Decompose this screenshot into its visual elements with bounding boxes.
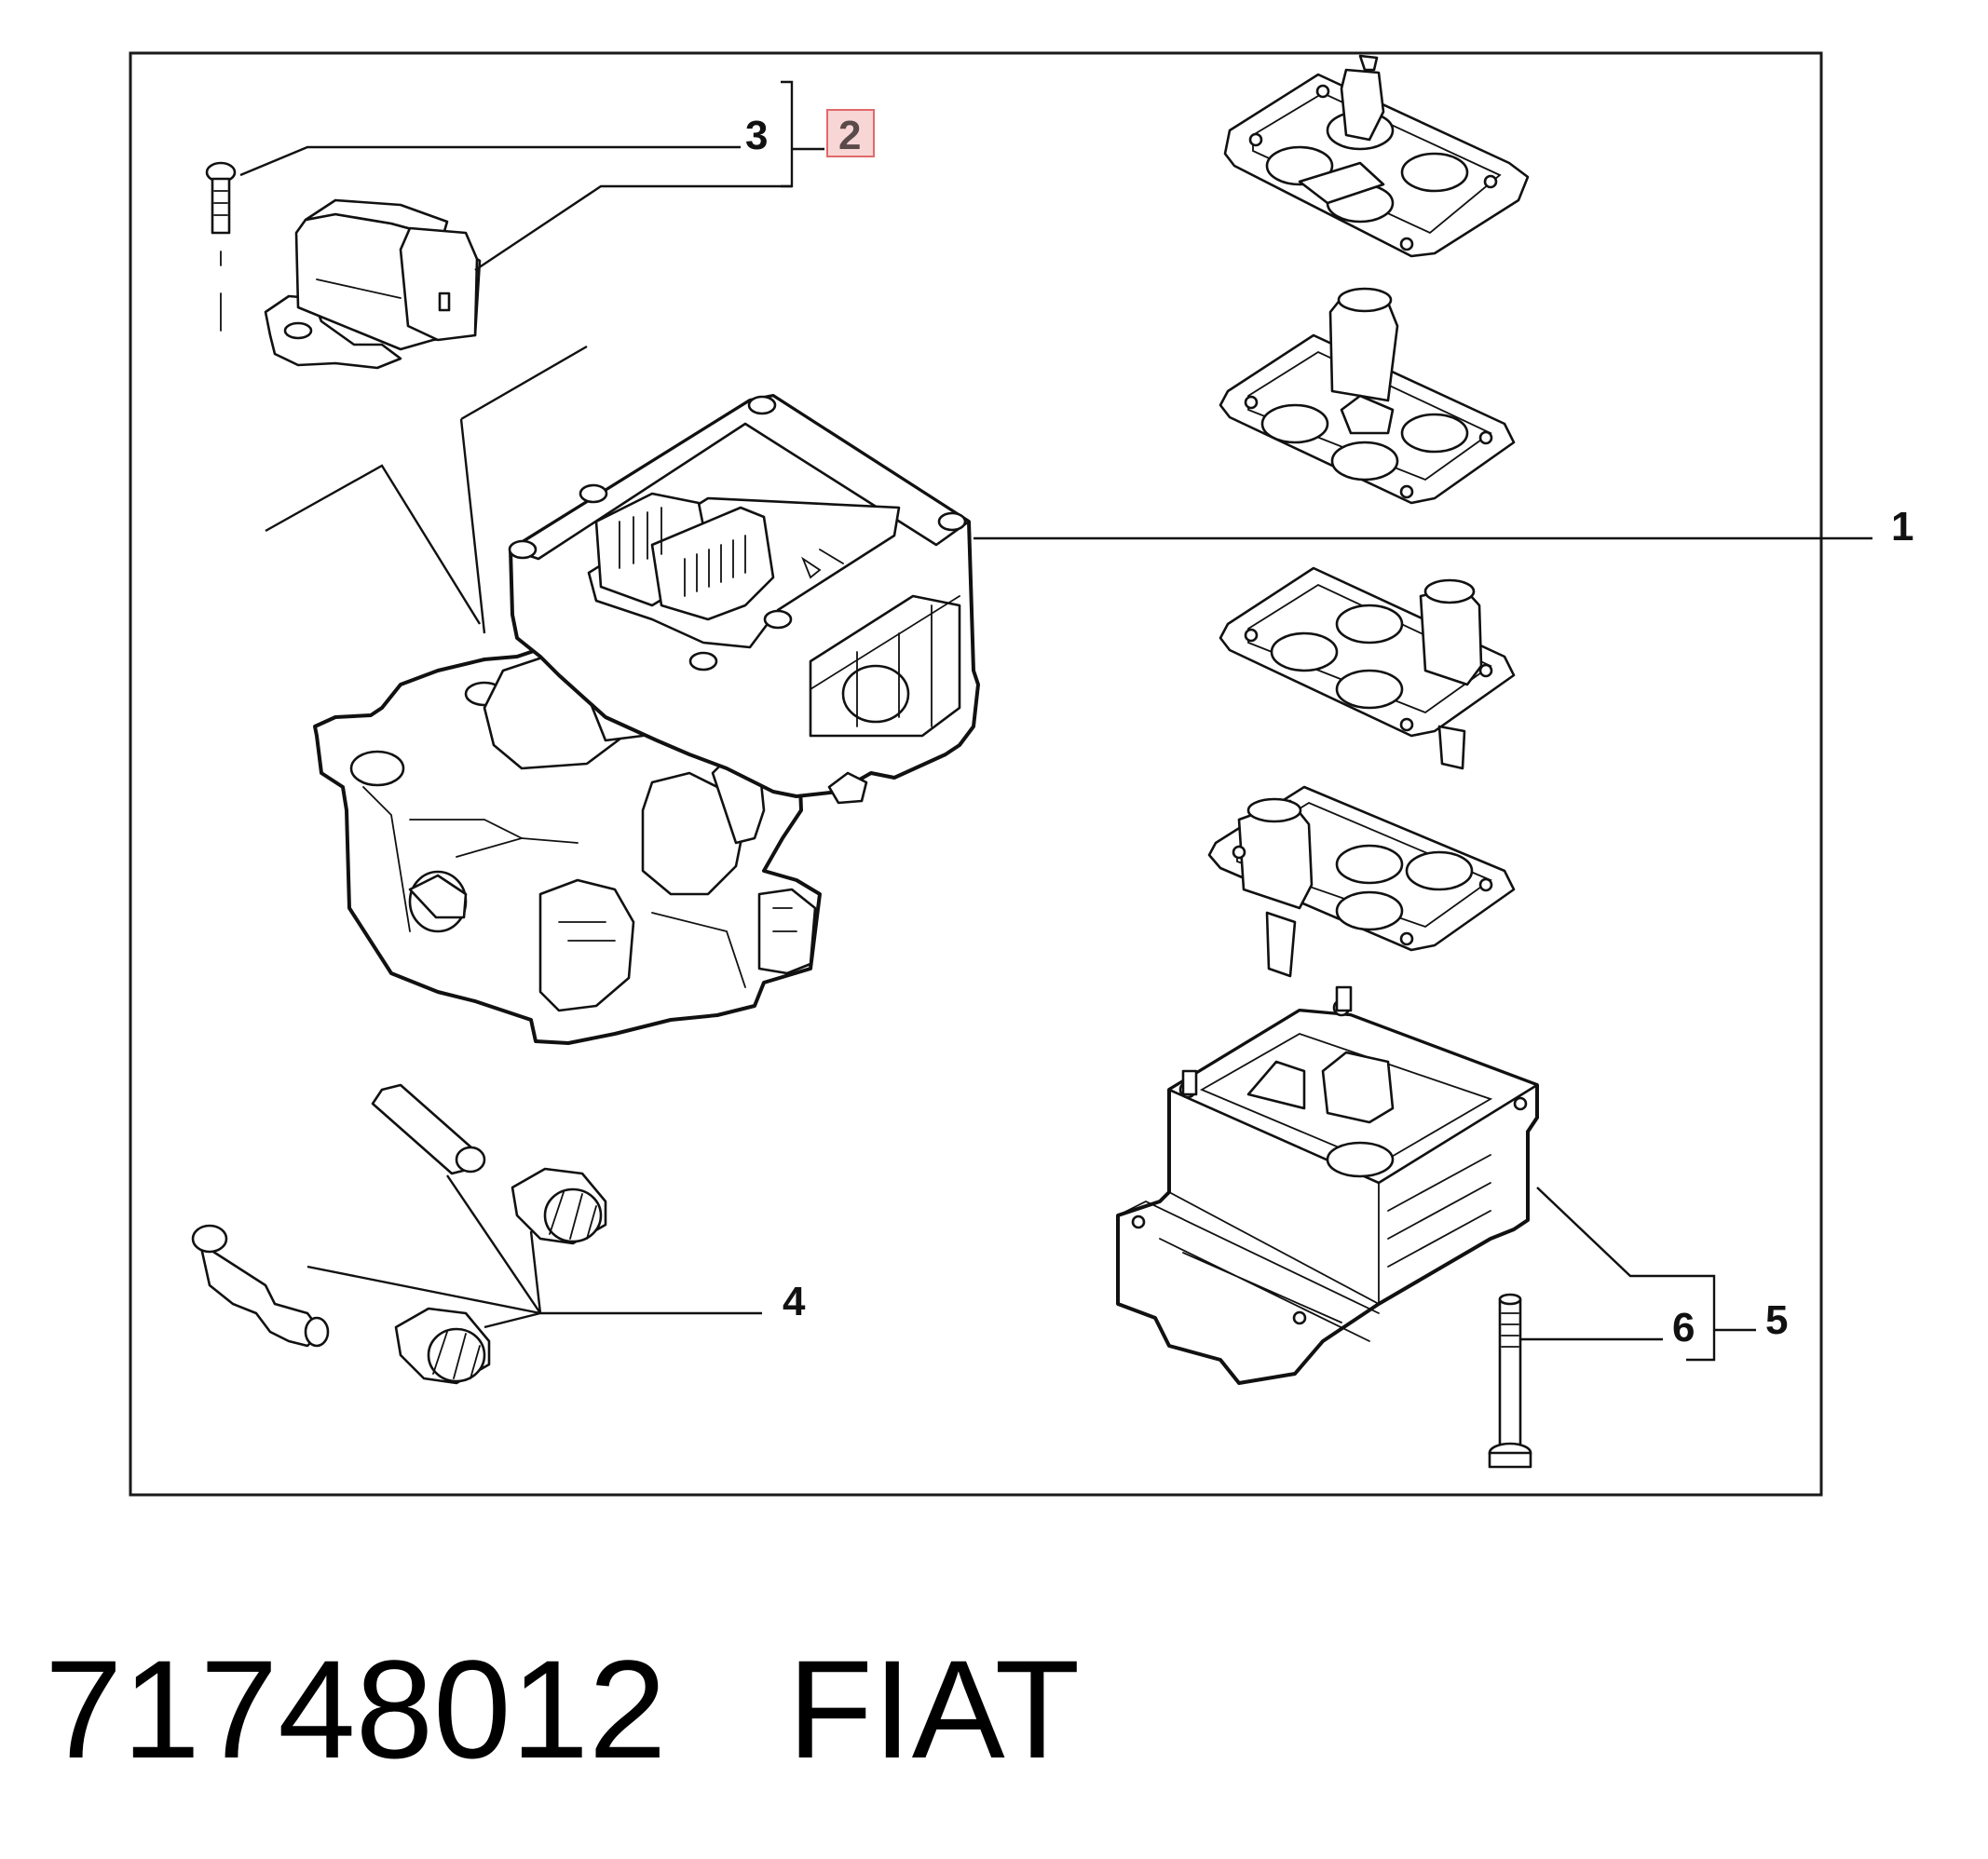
part-3-screw[interactable] [205,161,237,332]
leader-3 [239,145,741,177]
callout-4: 4 [783,1279,806,1324]
part-1-actuator-unit[interactable] [313,394,980,1045]
callout-5: 5 [1765,1297,1788,1343]
part-caption: 71748012 FIAT [45,1630,1080,1788]
callout-2[interactable]: 2 [838,113,861,158]
valve-plate-2[interactable] [1219,287,1516,505]
part-2-sensor[interactable] [264,198,482,370]
part-number: 71748012 [45,1631,667,1787]
callout-6: 6 [1672,1305,1695,1350]
callout-1: 1 [1891,504,1913,550]
diagram-frame [129,51,1823,1497]
part-4-pins-set[interactable] [191,1083,607,1385]
leader-4d [483,1311,541,1329]
leader-5 [1536,1187,1716,1362]
leader-sensor-to-actuator-2 [459,345,588,634]
valve-plate-1[interactable] [1223,54,1530,258]
valve-plate-4[interactable] [1207,785,1516,978]
callout-2-highlight [826,109,875,157]
leader-4c [529,1230,542,1314]
brand-name: FIAT [787,1631,1081,1787]
part-5-housing[interactable] [1116,985,1539,1385]
leader-4b [306,1265,541,1315]
valve-plate-3[interactable] [1219,566,1516,770]
part-6-bolt[interactable] [1488,1293,1532,1469]
leader-4a [446,1174,541,1314]
leader-2 [474,184,792,271]
bracket-3-2 [781,80,794,188]
leader-sensor-to-actuator [265,464,482,625]
callout-3: 3 [745,113,768,158]
